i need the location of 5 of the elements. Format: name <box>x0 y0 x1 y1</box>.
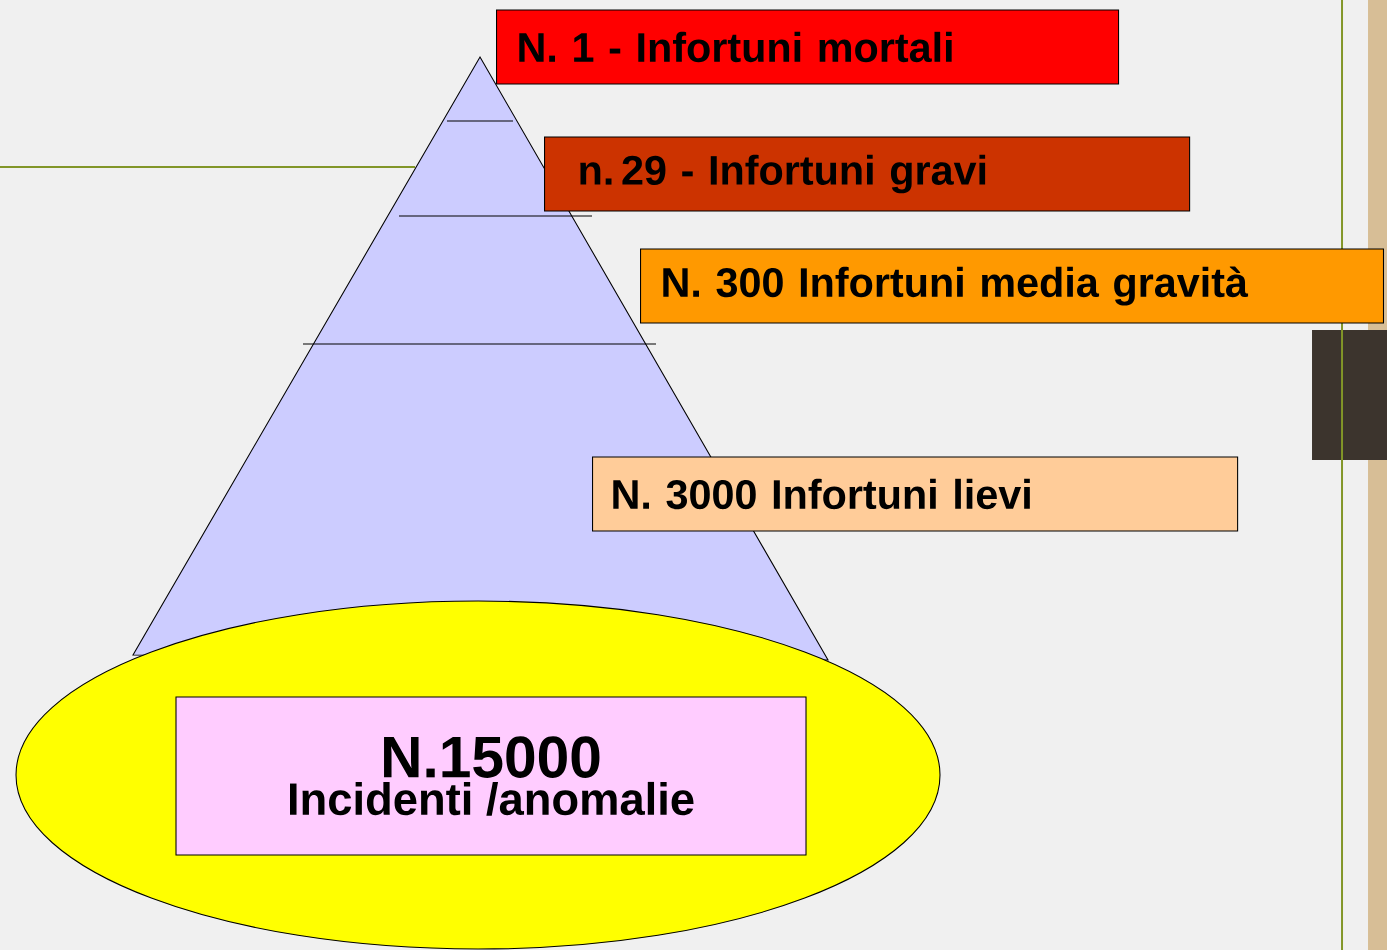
label-box: N.15000 Incidenti /anomalie <box>175 696 807 856</box>
label-box: N. 300 Infortuni media gravità <box>640 248 1385 324</box>
label-box: N. 3000 Infortuni lievi <box>592 456 1239 532</box>
label-box: n. 29 - Infortuni gravi <box>544 136 1191 212</box>
label-box: N. 1 - Infortuni mortali <box>496 9 1120 85</box>
